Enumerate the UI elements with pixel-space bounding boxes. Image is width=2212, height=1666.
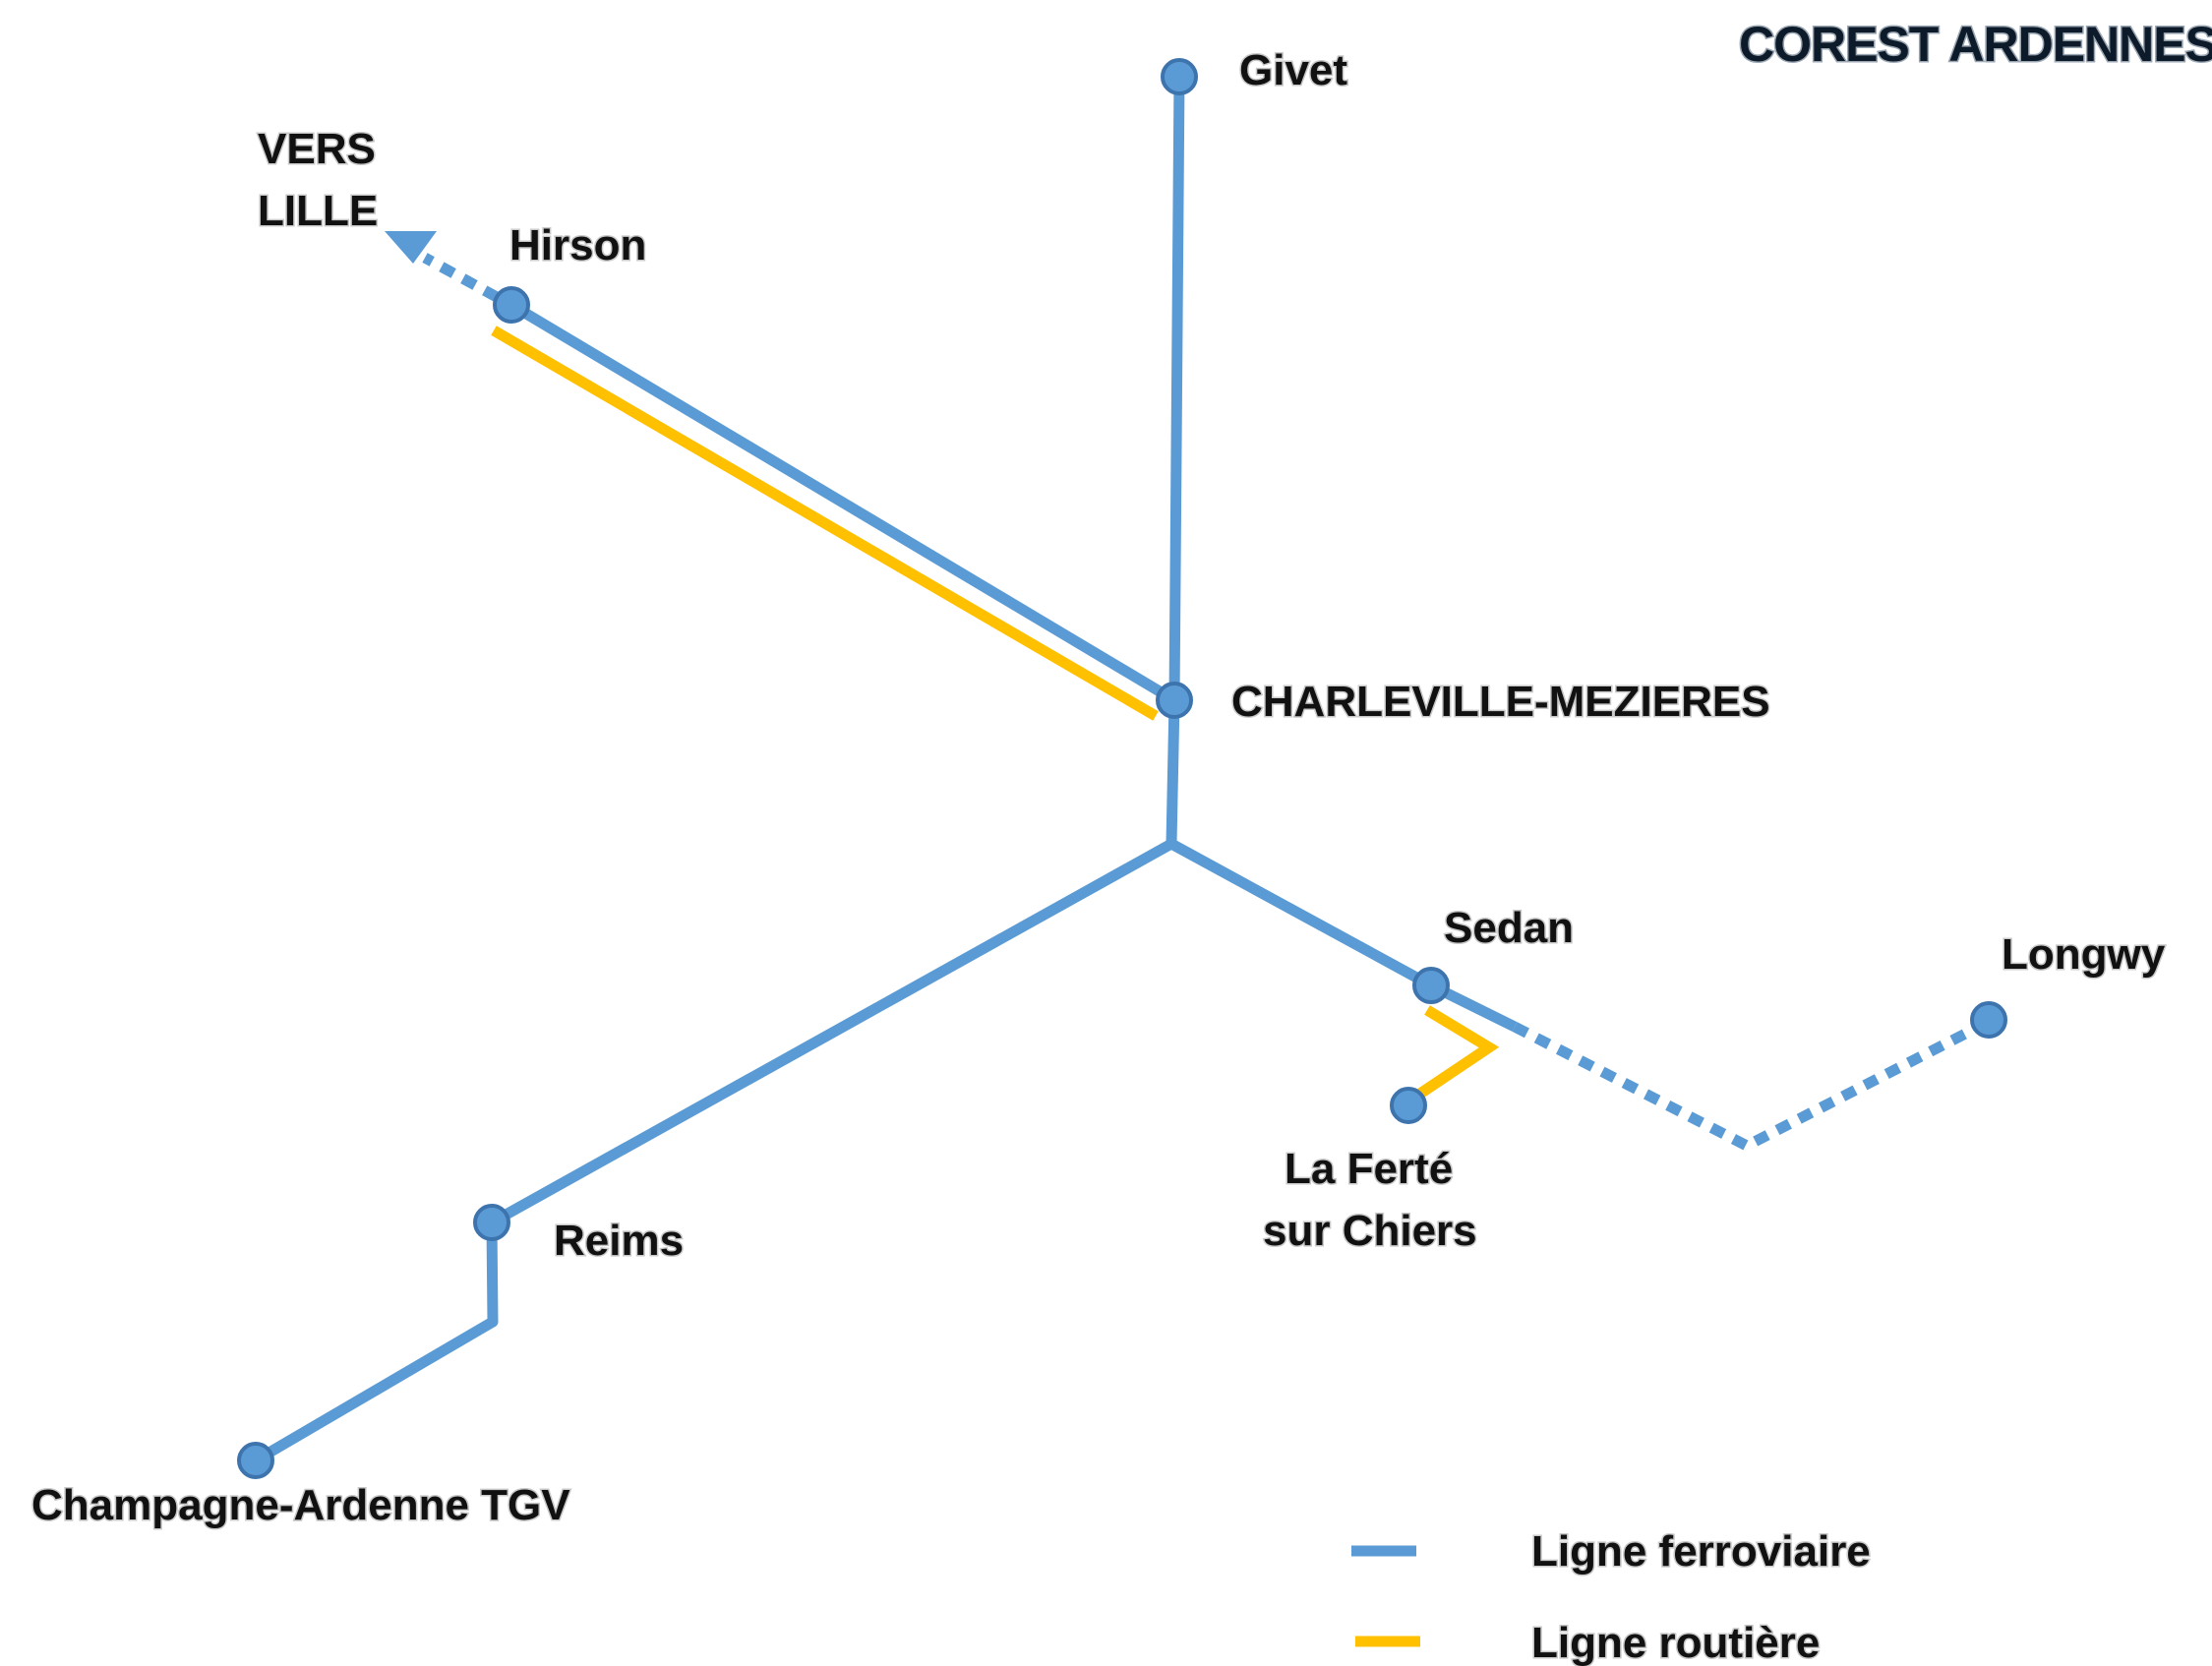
rail-dotted-to-lille bbox=[422, 253, 500, 302]
station-hirson-dot bbox=[493, 286, 530, 324]
legend: Ligne ferroviaire Ligne routière bbox=[1351, 1526, 1872, 1666]
station-champagne-tgv-dot bbox=[237, 1442, 274, 1479]
station-sedan-dot bbox=[1412, 967, 1450, 1004]
station-reims-dot bbox=[473, 1204, 510, 1241]
direction-label-line1: VERS bbox=[258, 125, 376, 173]
rail-line-junction-reims-tgv bbox=[253, 839, 1174, 1465]
station-laferte-dot bbox=[1390, 1087, 1427, 1124]
station-reims-label: Reims bbox=[554, 1217, 684, 1265]
station-charleville-label: CHARLEVILLE-MEZIERES bbox=[1231, 678, 1770, 726]
station-charleville-dot bbox=[1156, 682, 1193, 719]
station-sedan-label: Sedan bbox=[1444, 904, 1574, 952]
rail-line-hirson-charleville bbox=[508, 300, 1177, 705]
road-line-hirson-charleville bbox=[491, 326, 1159, 721]
station-givet-dot bbox=[1161, 58, 1198, 95]
station-givet-label: Givet bbox=[1239, 46, 1347, 94]
station-laferte-label-line1: La Ferté bbox=[1285, 1145, 1453, 1193]
rail-dotted-sedan-longwy bbox=[1512, 1022, 1980, 1153]
arrow-icon bbox=[385, 231, 437, 264]
station-champagne-tgv-label: Champagne-Ardenne TGV bbox=[31, 1481, 570, 1529]
station-longwy-label: Longwy bbox=[2002, 930, 2166, 979]
station-hirson-label: Hirson bbox=[509, 221, 646, 269]
map-title: COREST ARDENNES bbox=[1739, 17, 2212, 72]
direction-label-line2: LILLE bbox=[258, 187, 378, 235]
legend-road-label: Ligne routière bbox=[1531, 1619, 1820, 1666]
station-laferte-label-line2: sur Chiers bbox=[1263, 1207, 1477, 1255]
legend-rail-label: Ligne ferroviaire bbox=[1531, 1527, 1871, 1576]
station-longwy-dot bbox=[1970, 1001, 2007, 1039]
rail-line-givet-junction bbox=[1166, 76, 1185, 845]
road-line-sedan-laferte bbox=[1405, 1005, 1500, 1106]
